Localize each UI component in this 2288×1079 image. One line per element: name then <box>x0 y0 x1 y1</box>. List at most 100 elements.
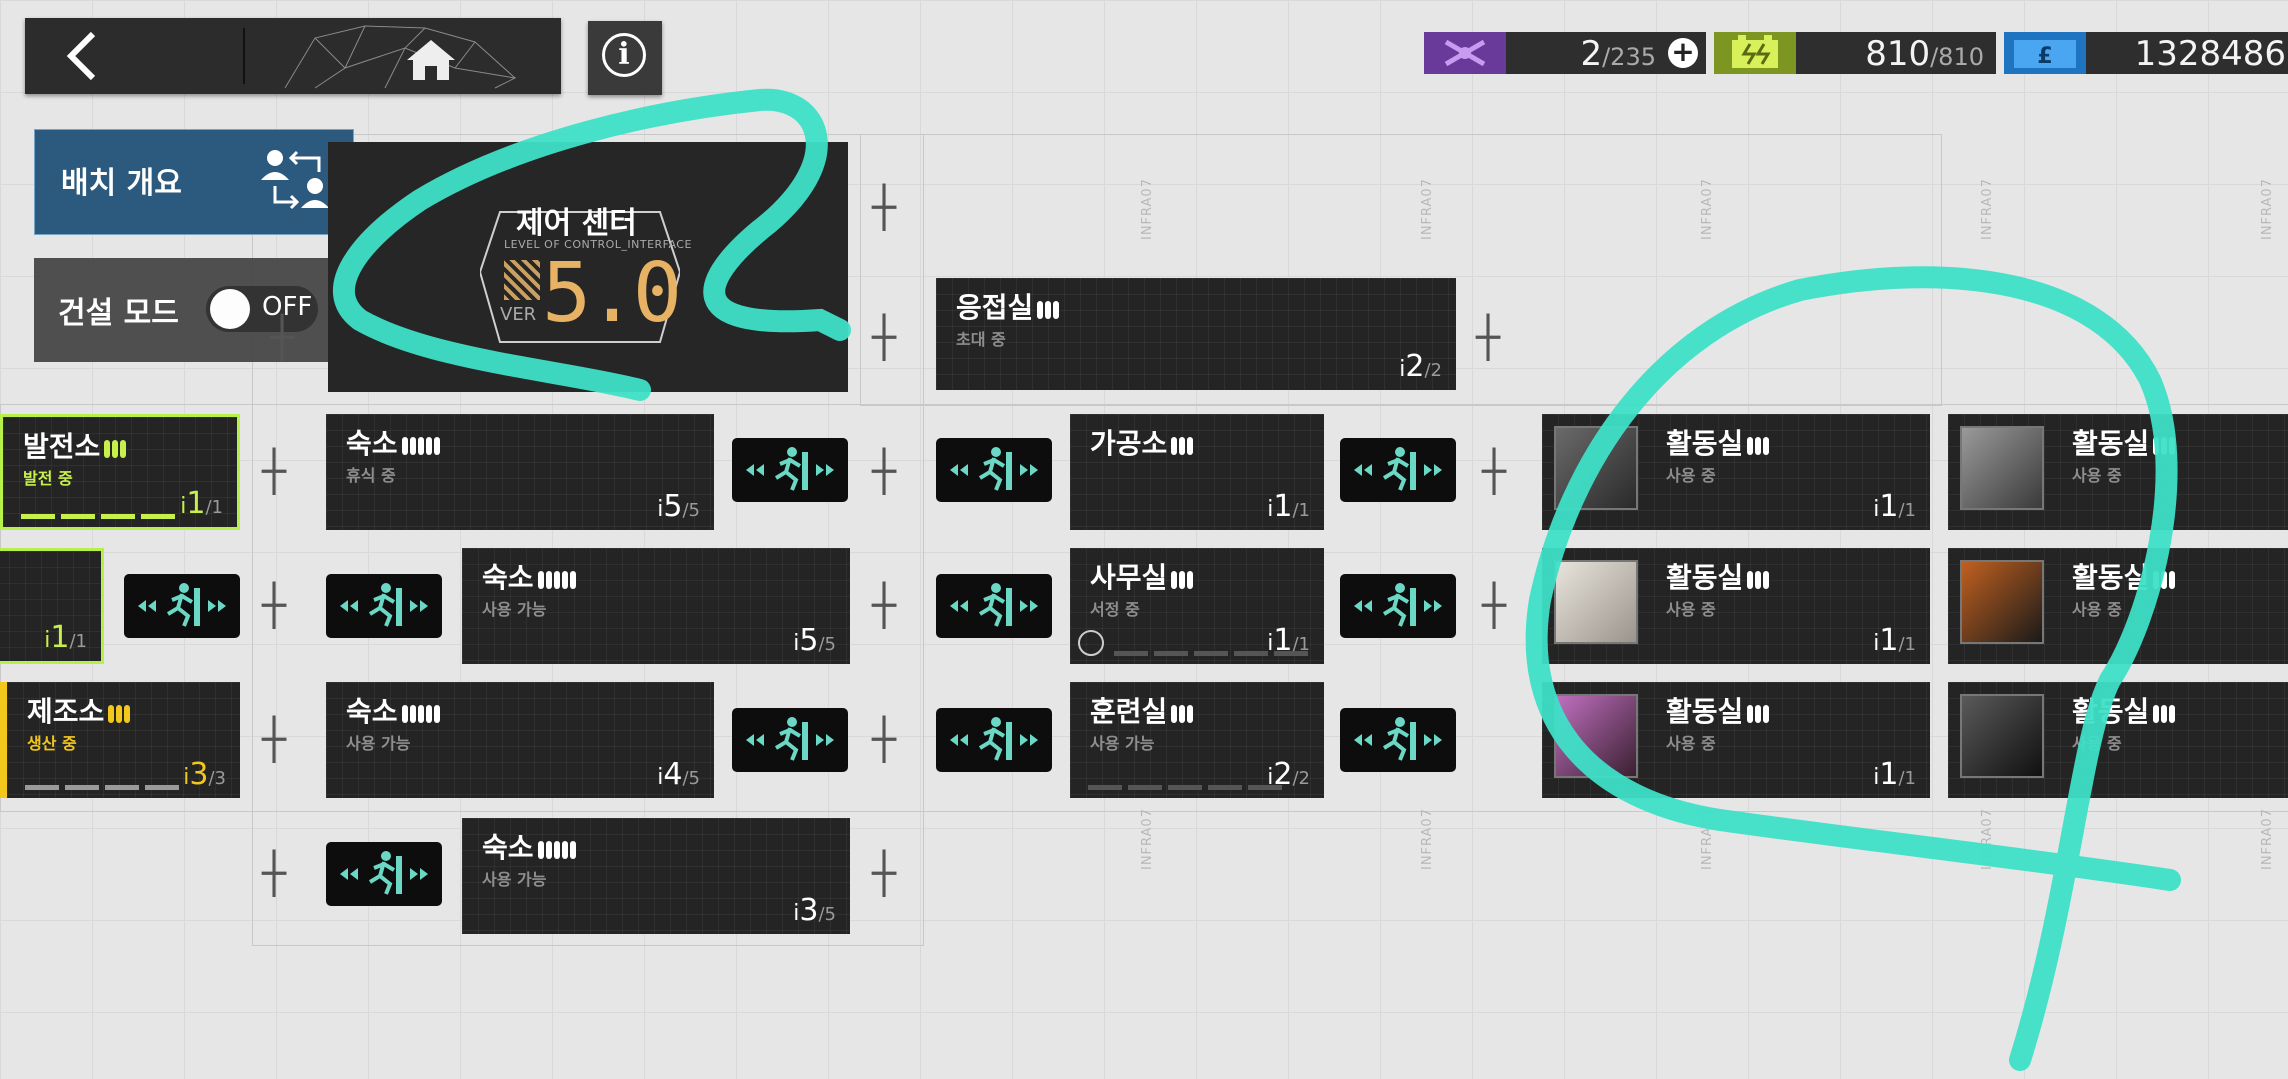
control-level: 5.0 <box>542 246 682 341</box>
corridor-button[interactable] <box>732 708 848 772</box>
corridor-button[interactable] <box>936 438 1052 502</box>
dormitory-room[interactable]: 숙소 휴식 중 i5/5 <box>326 414 714 530</box>
drone-value: 2 <box>1580 34 1603 74</box>
infra-label: INFRA07 <box>1140 178 1155 240</box>
room-name: 활동실 <box>1666 427 1744 460</box>
room-name: 제조소 <box>27 695 105 728</box>
power-plant-room[interactable]: 발전소 발전 중 i1/1 <box>0 414 240 530</box>
progress-bars <box>1114 651 1308 656</box>
progress-bars <box>1088 785 1282 790</box>
corridor-button[interactable] <box>1340 708 1456 772</box>
activity-room[interactable]: 활동실 사용 중 <box>1948 548 2288 664</box>
toggle-knob <box>210 289 250 329</box>
slot-marker: ┼ <box>262 851 287 897</box>
plus-icon[interactable]: + <box>1668 38 1698 68</box>
level-pips <box>108 697 132 730</box>
drone-max: /235 <box>1602 43 1656 71</box>
room-name: 숙소 <box>482 561 534 594</box>
corridor-button[interactable] <box>326 842 442 906</box>
power-plant-room[interactable]: i1/1 <box>0 548 104 664</box>
level-pips <box>1747 563 1771 596</box>
top-nav-bar <box>25 18 561 94</box>
dormitory-room[interactable]: 숙소 사용 가능 i5/5 <box>462 548 850 664</box>
operator-avatar <box>1960 694 2044 778</box>
activity-room[interactable]: 활동실 사용 중 i1/1 <box>1542 414 1930 530</box>
room-name: 숙소 <box>482 831 534 864</box>
reception-room[interactable]: 응접실 초대 중 i2/2 <box>936 278 1456 390</box>
progress-bars <box>21 514 175 519</box>
activity-room[interactable]: 활동실 사용 중 i1/1 <box>1542 548 1930 664</box>
room-status: 사용 가능 <box>482 870 547 889</box>
room-occupancy: i5/5 <box>793 623 836 658</box>
slot-marker: ┼ <box>262 583 287 629</box>
chevron-left-icon <box>66 31 96 81</box>
level-pips <box>537 833 578 866</box>
battery-icon <box>1714 32 1796 74</box>
level-pips <box>104 432 128 465</box>
slot-marker: ┼ <box>872 717 897 763</box>
infra-label: INFRA07 <box>1980 808 1995 870</box>
room-status: 서정 중 <box>1090 600 1140 619</box>
overview-label: 배치 개요 <box>61 166 182 201</box>
factory-room[interactable]: 제조소 생산 중 i3/3 <box>0 682 240 798</box>
running-man-icon <box>948 445 1040 492</box>
version-label: VER <box>500 304 537 325</box>
deployment-overview-button[interactable]: 배치 개요 <box>34 129 354 235</box>
drone-icon <box>1424 32 1506 74</box>
corridor-button[interactable] <box>1340 574 1456 638</box>
infra-label: INFRA07 <box>1700 808 1715 870</box>
room-occupancy: i4/5 <box>657 757 700 792</box>
corridor-button[interactable] <box>936 574 1052 638</box>
svg-text:£: £ <box>2037 44 2052 69</box>
corridor-button[interactable] <box>732 438 848 502</box>
room-occupancy: i2/2 <box>1267 757 1310 792</box>
slot-marker: ┼ <box>872 315 897 361</box>
dormitory-room[interactable]: 숙소 사용 가능 i4/5 <box>326 682 714 798</box>
running-man-icon <box>338 581 430 628</box>
level-pips <box>2153 563 2177 596</box>
operator-avatar <box>1960 560 2044 644</box>
corridor-button[interactable] <box>326 574 442 638</box>
room-status: 사용 가능 <box>1090 734 1155 753</box>
level-pips <box>1171 697 1195 730</box>
room-occupancy: i1/1 <box>180 486 223 521</box>
activity-room[interactable]: 활동실 사용 중 <box>1948 682 2288 798</box>
infra-label: INFRA07 <box>2260 808 2275 870</box>
activity-room[interactable]: 활동실 사용 중 <box>1948 414 2288 530</box>
running-man-icon <box>1352 715 1444 762</box>
room-name: 응접실 <box>956 291 1034 324</box>
slot-marker: ┼ <box>872 583 897 629</box>
home-button[interactable] <box>275 18 535 94</box>
running-man-icon <box>1352 581 1444 628</box>
operator-avatar <box>1554 426 1638 510</box>
room-occupancy: i1/1 <box>1267 623 1310 658</box>
stripes-icon <box>504 260 540 300</box>
back-button[interactable] <box>25 18 243 94</box>
training-room[interactable]: 훈련실 사용 가능 i2/2 <box>1070 682 1324 798</box>
room-status: 사용 가능 <box>346 734 411 753</box>
dormitory-room[interactable]: 숙소 사용 가능 i3/5 <box>462 818 850 934</box>
room-name: 숙소 <box>346 427 398 460</box>
infra-label: INFRA07 <box>1980 178 1995 240</box>
room-occupancy: i3/5 <box>793 893 836 928</box>
room-status: 발전 중 <box>23 469 73 488</box>
level-pips <box>1171 563 1195 596</box>
level-pips <box>1747 429 1771 462</box>
control-center-room[interactable]: 제어 센터 LEVEL OF CONTROL_INTERFACE VER 5.0 <box>328 142 848 392</box>
room-occupancy: i1/1 <box>44 620 87 655</box>
corridor-button[interactable] <box>124 574 240 638</box>
info-button[interactable]: i <box>588 21 662 95</box>
activity-room[interactable]: 활동실 사용 중 i1/1 <box>1542 682 1930 798</box>
swap-people-icon <box>261 150 329 210</box>
slot-marker: ┼ <box>872 851 897 897</box>
corridor-button[interactable] <box>936 708 1052 772</box>
room-name: 가공소 <box>1090 427 1168 460</box>
corridor-button[interactable] <box>1340 438 1456 502</box>
office-room[interactable]: 사무실 서정 중 i1/1 <box>1070 548 1324 664</box>
slot-marker: ┼ <box>262 449 287 495</box>
room-occupancy: i2/2 <box>1399 349 1442 384</box>
room-occupancy: i1/1 <box>1267 489 1310 524</box>
build-mode-panel: 건설 모드 OFF <box>34 258 332 362</box>
build-mode-toggle[interactable]: OFF <box>206 286 318 332</box>
workshop-room[interactable]: 가공소 i1/1 <box>1070 414 1324 530</box>
